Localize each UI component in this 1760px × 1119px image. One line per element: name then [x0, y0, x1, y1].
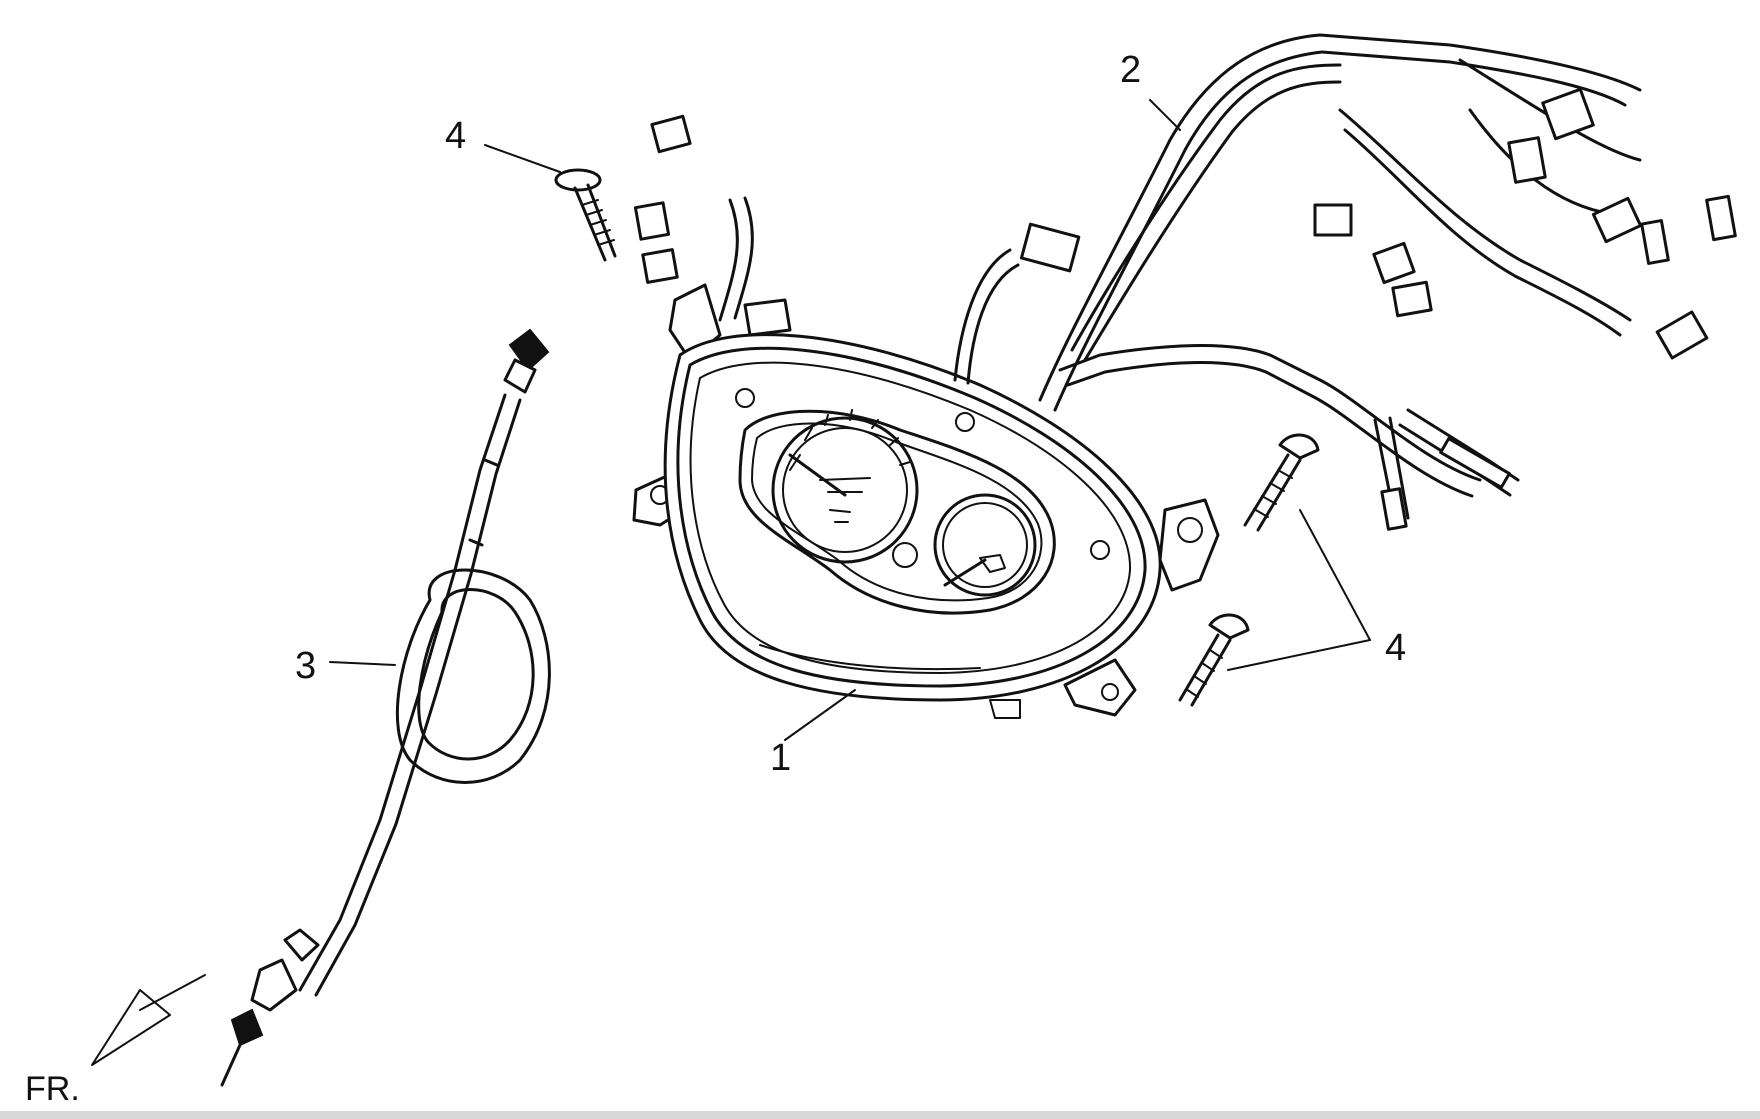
- leader-lines: [329, 99, 1371, 741]
- callout-4-right: 4: [1385, 627, 1406, 669]
- instrument-cluster: [632, 283, 1220, 719]
- wiring-harness: [633, 33, 1737, 531]
- front-direction-marker: FR.: [25, 974, 206, 1108]
- callout-4-top: 4: [445, 115, 466, 157]
- fr-label: FR.: [25, 1070, 80, 1108]
- callout-3: 3: [295, 645, 316, 687]
- bottom-border: [0, 1111, 1760, 1119]
- speedometer-cable: [220, 328, 551, 1087]
- screw-right-lower: [1178, 613, 1250, 707]
- callout-1: 1: [770, 737, 791, 779]
- screw-right-upper: [1243, 433, 1320, 532]
- screw-top: [554, 168, 617, 262]
- callout-2: 2: [1120, 49, 1141, 91]
